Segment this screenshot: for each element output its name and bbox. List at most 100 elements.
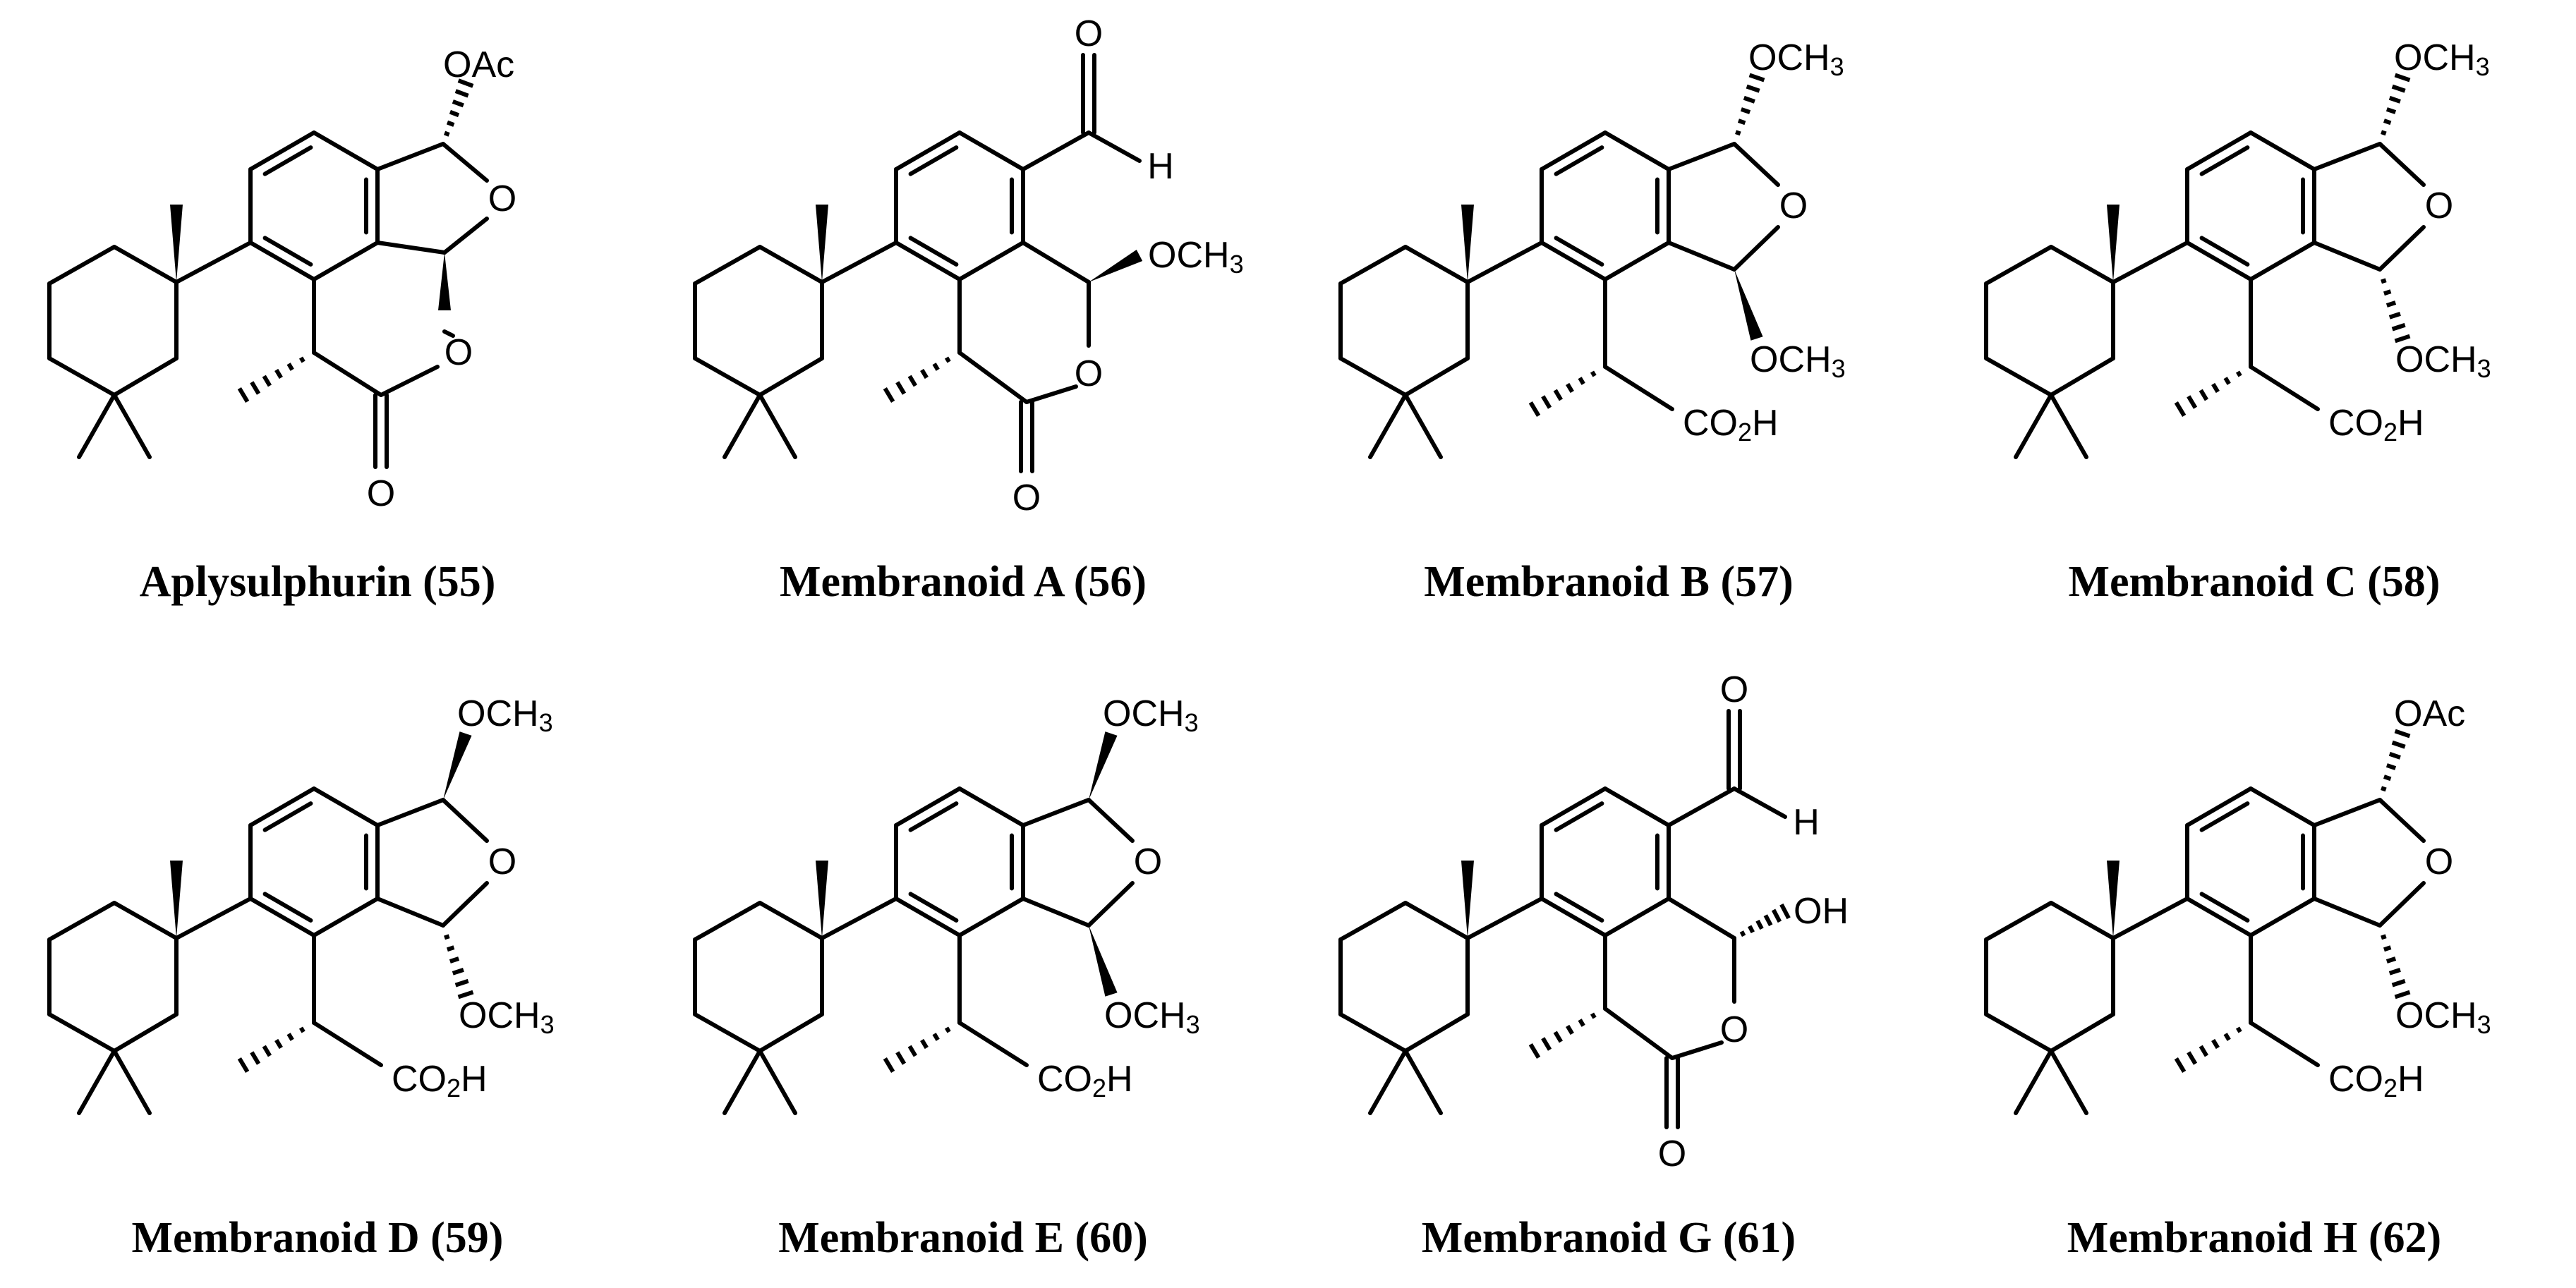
aromatic-bond — [1540, 897, 1607, 937]
acetal-stereo-bond — [1089, 250, 1143, 282]
aromatic-double-bond — [908, 145, 959, 176]
aromatic-bond — [2249, 130, 2316, 171]
alpha-methyl-hashed-bond — [1528, 370, 1597, 417]
aldehyde-bond — [1667, 786, 1736, 827]
lactone-oxygen: O — [445, 332, 473, 373]
side-chain-bond — [957, 1021, 1029, 1067]
acetal-stereo-bond — [2381, 278, 2411, 344]
carboxylic-acid: CO2H — [1037, 1059, 1133, 1102]
cyclohexane-bond — [693, 1012, 762, 1053]
acetal-substituent-top: OCH3 — [2394, 37, 2490, 81]
furan-bond — [375, 142, 445, 171]
aldehyde-bond — [1021, 130, 1091, 171]
cyclohexane-bond — [2049, 1012, 2115, 1053]
furan-bond — [1732, 225, 1780, 272]
aromatic-bond — [312, 241, 380, 281]
cyclohexane-bond — [112, 1012, 179, 1053]
lactone-bond — [1603, 1007, 1674, 1060]
quaternary-methyl-wedge — [1461, 205, 1474, 282]
aromatic-double-bond — [2199, 801, 2250, 832]
aromatic-double-bond — [908, 801, 959, 832]
cyclohexane-bond — [1338, 901, 1408, 942]
cyclohexane-bond — [1338, 1012, 1408, 1053]
aromatic-bond — [1540, 786, 1607, 827]
caption-membranoid-a: Membranoid A (56) — [779, 558, 1147, 606]
furan-bond — [2312, 241, 2382, 272]
furan-bond — [2378, 225, 2426, 272]
furan-bond — [441, 798, 489, 843]
acetal-substituent-top: OCH3 — [1103, 693, 1199, 737]
furan-bond — [2312, 142, 2382, 171]
cyclohexane-bond — [693, 245, 762, 286]
acetal-stereo-bond — [2381, 934, 2411, 1000]
quaternary-methyl-wedge — [170, 861, 183, 938]
carboxylic-acid: CO2H — [392, 1059, 488, 1102]
furan-bond — [2312, 897, 2382, 928]
cyclohexane-bond — [112, 356, 179, 397]
aromatic-double-bond — [2199, 236, 2250, 267]
aromatic-bond — [312, 786, 380, 827]
aryl-cyclohexyl-bond — [820, 241, 898, 284]
aromatic-bond — [1603, 130, 1671, 171]
acetal-substituent-top: OAc — [2394, 693, 2465, 734]
acetal-stereo-bond — [1734, 269, 1763, 341]
gem-methyl-bond — [2049, 1049, 2088, 1115]
cyclohexane-bond — [758, 245, 824, 284]
lactone-bond — [957, 351, 1029, 404]
aromatic-double-bond — [1554, 801, 1604, 832]
aldehyde-oxygen: O — [1720, 669, 1748, 710]
gem-methyl-bond — [1368, 1049, 1408, 1115]
caption-membranoid-b: Membranoid B (57) — [1424, 558, 1794, 606]
acetal-substituent-bottom: OCH3 — [459, 995, 555, 1039]
lactone-bond — [1024, 384, 1078, 404]
gem-methyl-bond — [2014, 1049, 2053, 1115]
aryl-cyclohexyl-bond — [2111, 897, 2189, 940]
cyclohexane-bond — [1984, 356, 2053, 397]
aromatic-double-bond — [2199, 145, 2250, 176]
carboxylic-acid: CO2H — [2328, 1059, 2424, 1102]
aromatic-bond — [1603, 786, 1671, 827]
aromatic-double-bond — [262, 801, 313, 832]
cyclohexane-bond — [1403, 1012, 1470, 1053]
alpha-methyl-hashed-bond — [2174, 1026, 2242, 1073]
lactone-bond — [379, 365, 440, 397]
furan-oxygen: O — [488, 842, 516, 882]
aromatic-double-bond — [2199, 892, 2250, 923]
caption-membranoid-d: Membranoid D (59) — [131, 1214, 504, 1262]
cyclohexane-bond — [1984, 245, 2053, 286]
furan-bond — [1732, 142, 1780, 187]
cyclohexane-bond — [47, 1012, 116, 1053]
cyclohexane-bond — [758, 356, 824, 397]
furan-bond — [1087, 881, 1135, 928]
aromatic-bond — [248, 130, 316, 171]
furan-bond — [1667, 142, 1736, 171]
aldehyde-h-bond — [1732, 786, 1787, 819]
cyclohexane-bond — [1403, 356, 1470, 397]
alpha-methyl-hashed-bond — [1528, 1012, 1597, 1059]
gem-methyl-bond — [1403, 393, 1443, 459]
furan-bond — [375, 897, 445, 928]
aromatic-bond — [957, 897, 1025, 937]
furan-bond — [375, 241, 447, 255]
aromatic-bond — [248, 897, 316, 937]
aldehyde-hydrogen: H — [1147, 146, 1174, 187]
aromatic-double-bond — [262, 892, 313, 923]
acetal-substituent: OH — [1794, 891, 1849, 932]
acetal-substituent-top: OCH3 — [1748, 37, 1844, 81]
caption-membranoid-g: Membranoid G (61) — [1421, 1214, 1796, 1262]
aromatic-bond — [2185, 897, 2253, 937]
acetal-stereo-bond — [2381, 729, 2411, 792]
aromatic-bond — [312, 130, 380, 171]
lactone-oxygen: O — [1075, 353, 1103, 394]
side-chain-bond — [1603, 365, 1674, 411]
gem-methyl-bond — [77, 1049, 116, 1115]
lactone-oxygen: O — [1720, 1009, 1748, 1050]
cyclohexane-bond — [693, 356, 762, 397]
caption-membranoid-e: Membranoid E (60) — [778, 1214, 1148, 1262]
acetal-stereo-bond — [1089, 925, 1118, 997]
cyclohexane-bond — [1338, 245, 1408, 286]
